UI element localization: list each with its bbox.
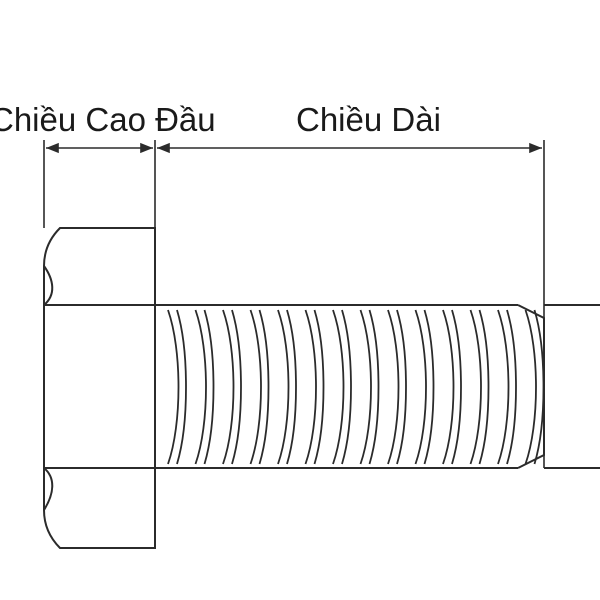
thread-crest	[222, 309, 235, 465]
thread-root	[313, 309, 325, 465]
thread-root	[203, 309, 215, 465]
thread-root	[506, 309, 517, 465]
bolt-threads	[167, 309, 545, 465]
bolt-head	[43, 227, 156, 549]
thread-root	[258, 309, 270, 465]
thread-crest	[359, 309, 372, 465]
bolt-head-outline	[43, 227, 156, 549]
thread-crest	[167, 309, 180, 465]
thread-crest	[332, 309, 345, 465]
thread-root	[176, 309, 187, 465]
thread-crest	[277, 309, 290, 465]
thread-root	[368, 309, 380, 465]
thread-crest	[524, 309, 537, 465]
bolt-head-chamfer-upper	[43, 265, 54, 306]
thread-root	[423, 309, 435, 465]
thread-crest	[497, 309, 510, 465]
thread-crest	[387, 309, 400, 465]
thread-crest	[442, 309, 455, 465]
thread-crest	[414, 309, 427, 465]
thread-root	[286, 309, 297, 465]
thread-crest	[304, 309, 317, 465]
bolt-head-chamfer-lower	[43, 467, 54, 511]
thread-root	[341, 309, 352, 465]
thread-crest	[469, 309, 482, 465]
thread-crest	[249, 309, 262, 465]
thread-root	[396, 309, 407, 465]
thread-root	[478, 309, 490, 465]
thread-root	[231, 309, 242, 465]
head-height-label: Chiều Cao Đầu	[0, 101, 216, 138]
length-label: Chiều Dài	[296, 101, 441, 138]
thread-crest	[194, 309, 207, 465]
thread-root	[533, 309, 545, 465]
bolt-shank	[155, 304, 600, 469]
thread-root	[451, 309, 462, 465]
